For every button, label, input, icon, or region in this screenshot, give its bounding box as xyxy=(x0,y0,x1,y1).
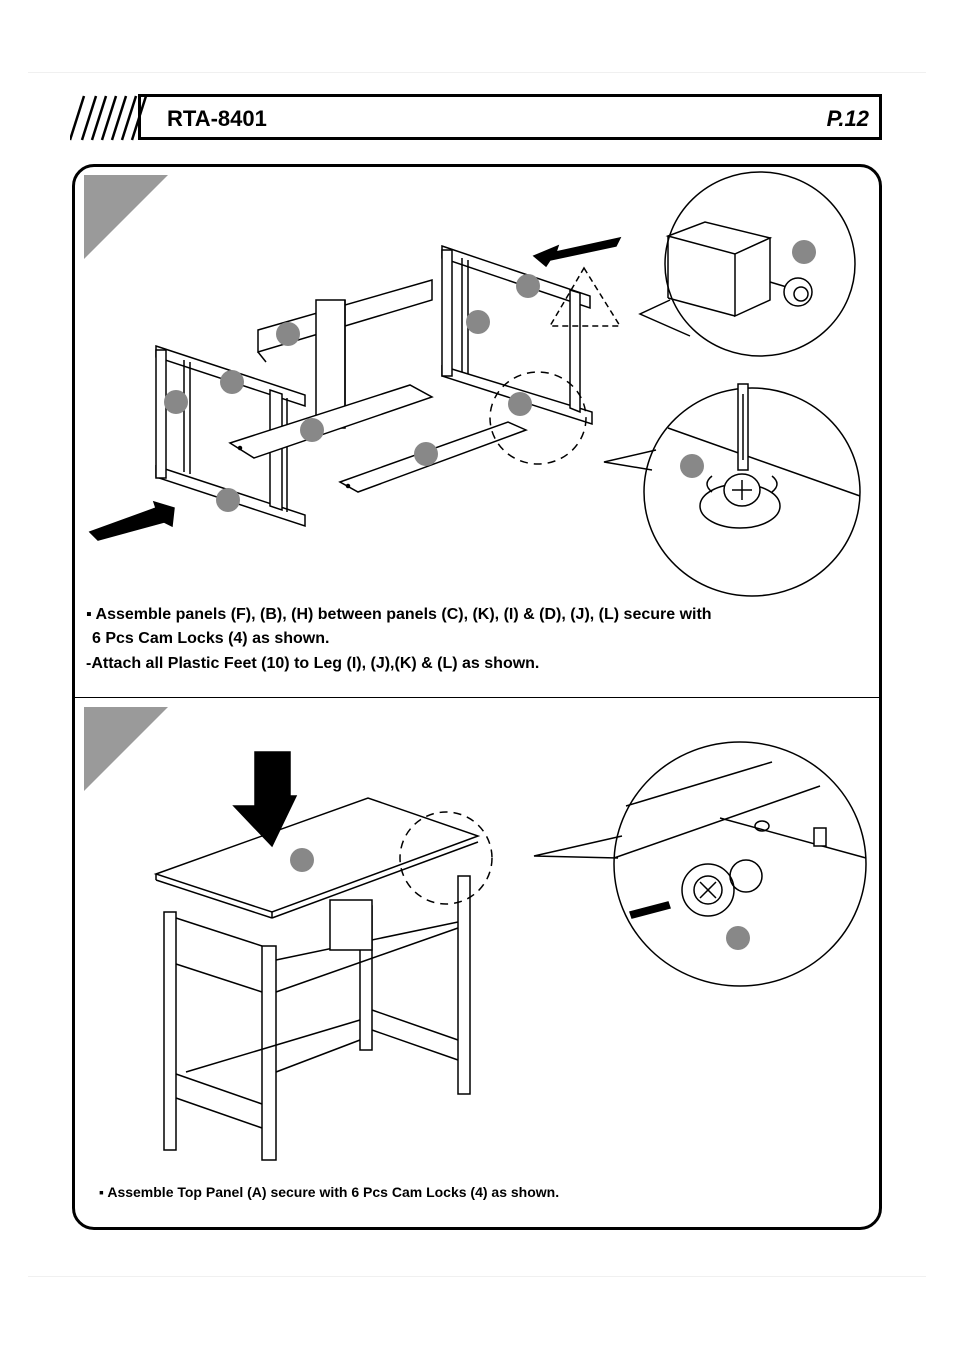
plastic-foot-detail xyxy=(638,171,856,357)
step1-corner-marker xyxy=(84,175,168,259)
step2-cam-lock-detail xyxy=(533,741,867,987)
step2-instruction-line1: ▪ Assemble Top Panel (A) secure with 6 P… xyxy=(99,1184,560,1200)
step2-down-arrow-icon xyxy=(232,751,298,848)
step1-arrow-right-icon xyxy=(532,236,622,268)
step2-corner-marker xyxy=(84,707,168,791)
step2-callout-circle xyxy=(399,811,493,905)
model-number: RTA-8401 xyxy=(167,106,267,131)
page-header: RTA-8401 P.12 xyxy=(138,94,882,140)
bottom-rule xyxy=(28,1276,926,1277)
step-divider xyxy=(72,697,882,698)
part-label-circles xyxy=(164,240,816,950)
page-number: P.12 xyxy=(826,106,869,131)
step1-instruction-line1: ▪ Assemble panels (F), (B), (H) between … xyxy=(86,606,712,623)
step1-instruction-line2: 6 Pcs Cam Locks (4) as shown. xyxy=(92,630,330,647)
step2-desk-assembly xyxy=(153,797,481,1161)
cam-lock-detail xyxy=(603,383,861,597)
detail-callout-circle xyxy=(489,371,587,465)
step1-arrow-left-icon xyxy=(88,500,175,541)
top-rule xyxy=(28,72,926,73)
step1-instruction-line3: -Attach all Plastic Feet (10) to Leg (I)… xyxy=(86,655,540,672)
warning-triangle-outline xyxy=(548,266,622,327)
step1-back-panel xyxy=(257,279,433,429)
